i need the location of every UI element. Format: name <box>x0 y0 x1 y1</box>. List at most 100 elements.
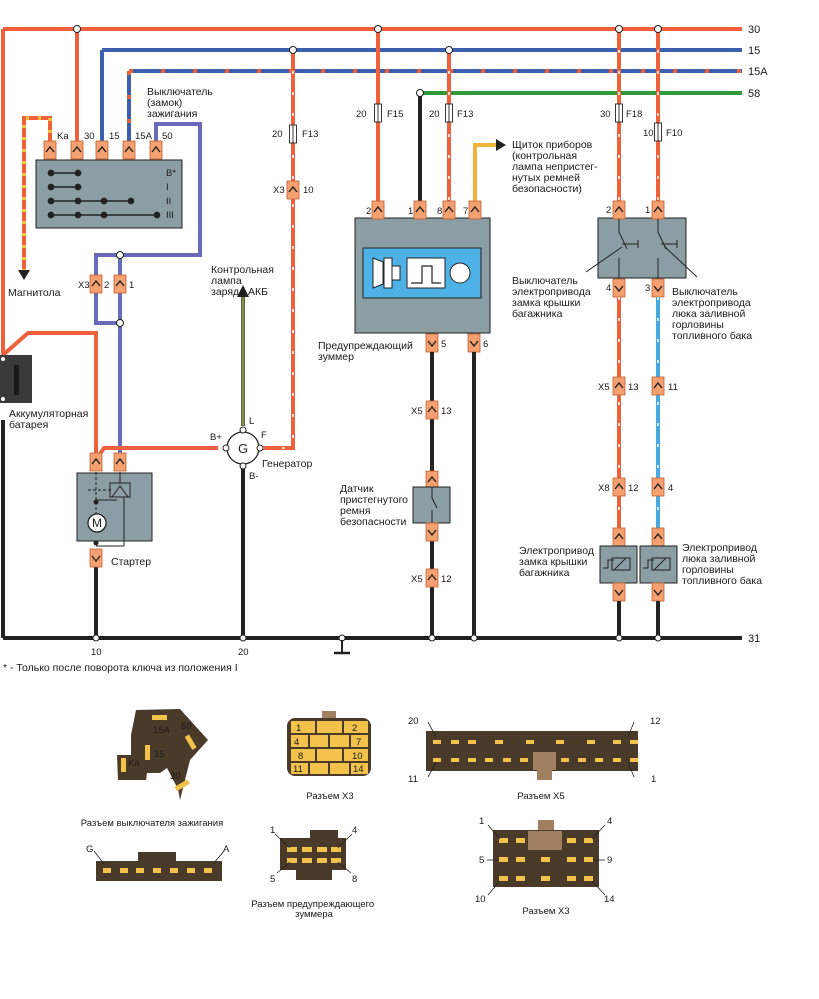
bus-30-label: 30 <box>748 24 760 36</box>
x3-bottom-corner-9: 9 <box>607 855 612 866</box>
x5-pin-slot <box>485 758 493 762</box>
x5-pin-slot <box>561 758 569 762</box>
x5-plug-view <box>426 721 638 780</box>
buzzer-plug-corner-5: 5 <box>270 874 275 885</box>
buzzer-plug-corner-4: 4 <box>352 825 357 836</box>
buzzer-pin-8: 8 <box>437 206 442 217</box>
switch-pin-2: 2 <box>606 205 611 216</box>
x5-pin-slot <box>595 758 603 762</box>
bus-15a-label: 15A <box>748 66 768 78</box>
f13-buzz-name: F13 <box>457 109 473 120</box>
ign-pin-50: 50 <box>162 131 173 142</box>
fuel-c2-pin: 4 <box>668 483 673 494</box>
x5-pin-slot <box>451 740 459 744</box>
x5-pin-slot <box>503 758 511 762</box>
trunk-fuel-switch-block <box>585 200 698 298</box>
motor-symbol: M <box>92 516 102 530</box>
x5-pin-slot <box>613 740 621 744</box>
fuel-actuator-label: Электропривод люка заливной горловины то… <box>682 542 762 587</box>
switch-pin-1: 1 <box>645 205 650 216</box>
ign-pos-b: B* <box>166 168 176 179</box>
generator-label: Генератор <box>262 458 312 470</box>
trunk-c2-connector: X8 <box>598 483 610 494</box>
charge-lamp-arrow-icon <box>237 285 249 297</box>
ign-pin-15: 15 <box>109 131 120 142</box>
ground-point-20: 20 <box>238 647 249 658</box>
ign-plug-pin-ka: Ka <box>128 758 140 769</box>
x3-bottom-corner-10: 10 <box>475 894 486 905</box>
ign-pos-1: I <box>166 182 169 193</box>
x3-top-cell-7: 7 <box>356 737 361 748</box>
x5-pin-slot <box>630 758 638 762</box>
x3-pair-connector-label: X3 <box>78 280 90 291</box>
ignition-switch-title: Выключатель (замок) зажигания <box>147 86 216 120</box>
x5-pin-slot <box>495 740 503 744</box>
gen-terminal-bplus: B+ <box>210 432 222 443</box>
f18-rating: 30 <box>600 109 611 120</box>
ign-pin-ka: Ka <box>57 131 69 142</box>
x5-pin-slot <box>630 740 638 744</box>
x3-plug-view-bottom <box>487 820 606 896</box>
switch-block-feeds <box>615 25 662 210</box>
starter-label: Стартер <box>111 556 151 568</box>
f13-gen-pin: 10 <box>303 185 314 196</box>
x3-top-caption: Разъем X3 <box>306 791 353 802</box>
x3-bottom-caption: Разъем X3 <box>522 906 569 917</box>
x5-pin-slot <box>468 740 476 744</box>
trunk-c2-pin: 12 <box>628 483 639 494</box>
x3-bottom-corner-1: 1 <box>479 816 484 827</box>
radio-arrow-icon <box>18 270 30 280</box>
x3-bottom-corner-14: 14 <box>604 894 615 905</box>
trunk-switch-label: Выключатель электропривода замка крышки … <box>512 275 594 320</box>
buzzer-plug-view <box>274 830 353 880</box>
f15-rating: 20 <box>356 109 367 120</box>
buzzer-plug-caption: Разъем предупреждающего зуммера <box>251 899 377 920</box>
x5-pin-slot <box>587 740 595 744</box>
x5-corner-1: 1 <box>651 774 656 785</box>
buzzer-pin-2: 2 <box>366 206 371 217</box>
belt-conn-bottom-pin: 12 <box>441 574 452 585</box>
x3-top-cell-8: 8 <box>298 751 303 762</box>
ign-pos-2: II <box>166 196 171 207</box>
belt-conn-top-pin: 13 <box>441 406 452 417</box>
bus-31-label: 31 <box>748 633 760 645</box>
f13-gen-connector: X3 <box>273 185 285 196</box>
bus-15-label: 15 <box>748 45 760 57</box>
instrument-panel-arrow-icon <box>496 139 506 151</box>
f13-buzz-rating: 20 <box>429 109 440 120</box>
battery-label: Аккумуляторная батарея <box>9 408 91 431</box>
radio-label: Магнитола <box>8 287 61 299</box>
gen-terminal-l: L <box>249 416 254 427</box>
x3-top-cell-2: 2 <box>352 723 357 734</box>
belt-conn-bottom-label: X5 <box>411 574 423 585</box>
x3-top-cell-14: 14 <box>353 764 364 775</box>
x5-pin-slot <box>526 740 534 744</box>
x5-corner-20: 20 <box>408 716 419 727</box>
generator-plug-view <box>93 850 225 881</box>
footnote: * - Только после поворота ключа из полож… <box>3 662 238 674</box>
ign-plug-caption: Разъем выключателя зажигания <box>81 818 223 829</box>
generator-symbol: G <box>238 441 248 456</box>
warning-buzzer <box>354 200 491 638</box>
x5-pin-slot <box>451 758 459 762</box>
fuel-c1-pin: 11 <box>668 382 678 393</box>
buzzer-plug-corner-8: 8 <box>352 874 357 885</box>
belt-conn-top-label: X5 <box>411 406 423 417</box>
bus-15 <box>100 48 742 145</box>
x5-pin-slot <box>613 758 621 762</box>
bus-15A <box>127 69 742 145</box>
charge-lamp-label: Контрольная лампа заряда АКБ <box>211 264 277 298</box>
ign-plug-pin-50: 50 <box>181 721 192 732</box>
buzzer-pin-1: 1 <box>408 206 413 217</box>
trunk-actuator-label: Электропривод замка крышки багажника <box>519 545 597 579</box>
gen-terminal-f: F <box>261 430 267 441</box>
battery <box>0 331 98 460</box>
ground-point-10: 10 <box>91 647 102 658</box>
trunk-c1-connector: X5 <box>598 382 610 393</box>
buzzer-feeds <box>374 25 506 210</box>
switch-pin-4: 4 <box>606 283 611 294</box>
x3-plug-view-top <box>287 711 371 776</box>
x5-pin-slot <box>433 740 441 744</box>
ign-plug-pin-15a: 15A <box>153 725 171 736</box>
